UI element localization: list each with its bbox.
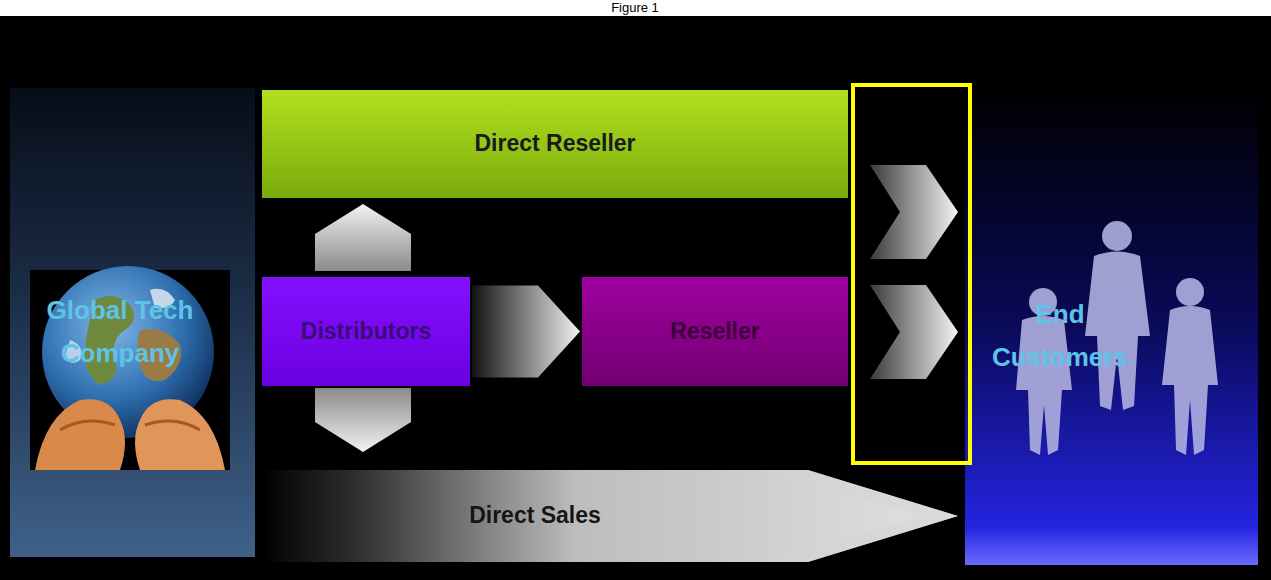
- box-label: Direct Reseller: [474, 130, 635, 158]
- panel-title: End Customers: [975, 293, 1145, 379]
- direct-sales-arrow: Direct Sales: [262, 470, 958, 562]
- direct-reseller-bar: Direct Reseller: [262, 90, 848, 198]
- company-panel-fill: [10, 88, 255, 557]
- customers-panel-fill: [965, 88, 1258, 565]
- flow-arrow: [870, 165, 958, 259]
- highlight-frame: [853, 85, 970, 463]
- box-label: Direct Sales: [469, 502, 601, 530]
- company-panel: Global Tech Company: [10, 88, 255, 557]
- panel-title: Global Tech Company: [20, 289, 220, 375]
- page-strip: [0, 0, 1271, 16]
- flow-arrow: [315, 204, 411, 271]
- reseller-box: Reseller: [582, 277, 848, 386]
- flow-arrow: [870, 285, 958, 379]
- figure-caption: Figure 1: [535, 0, 735, 16]
- box-label: Distributors: [301, 318, 431, 346]
- arrow-outline: [262, 470, 958, 562]
- customer-silhouettes: [1016, 221, 1218, 455]
- flow-arrow: [315, 388, 411, 452]
- box-label: Reseller: [670, 318, 760, 346]
- distributor-box: Distributors: [262, 277, 470, 386]
- customers-panel: End Customers: [965, 88, 1258, 565]
- flow-arrow: [472, 286, 580, 378]
